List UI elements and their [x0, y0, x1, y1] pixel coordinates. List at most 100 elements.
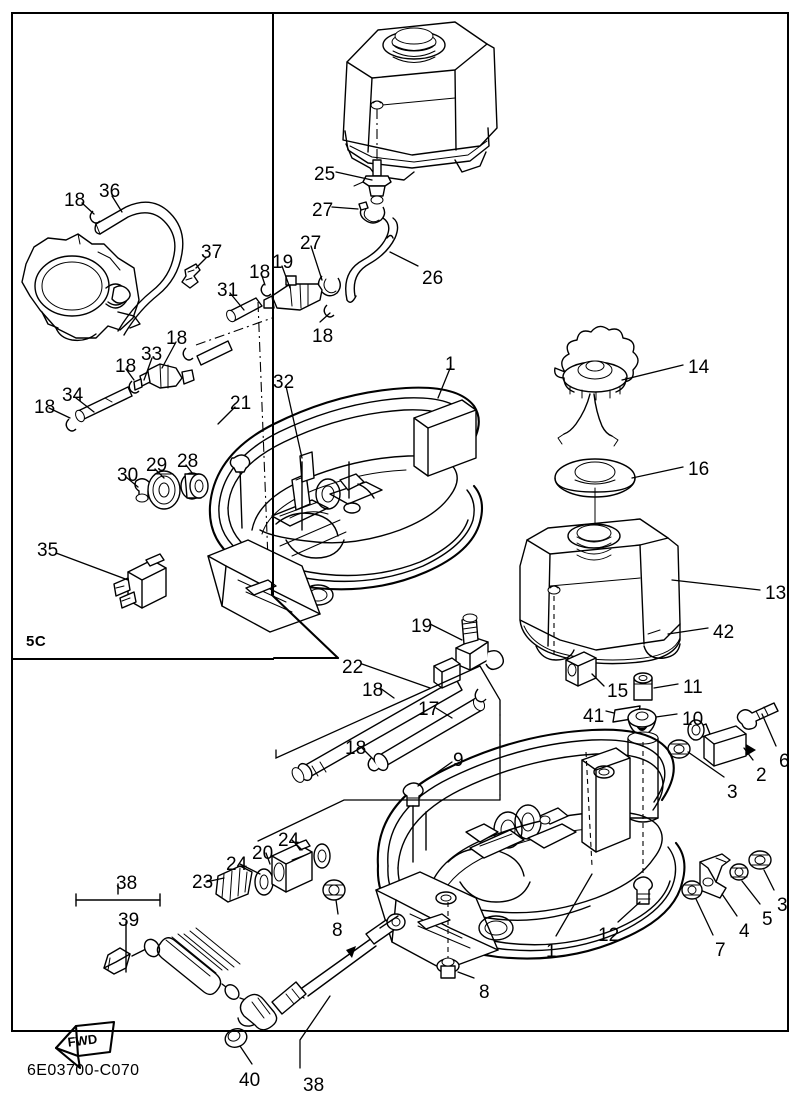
callout-number-18: 18 [249, 262, 271, 283]
part-11-nut [633, 672, 653, 701]
callout-number-18: 18 [64, 190, 86, 211]
panel-5c-right-border [272, 12, 274, 595]
callout-number-41: 41 [583, 706, 605, 727]
part-39-spring [103, 927, 260, 1027]
part-15-grommet [565, 651, 597, 687]
callout-number-16: 16 [688, 459, 710, 480]
part-25-fuel-tap [353, 109, 392, 205]
part-10-bushing [627, 708, 657, 737]
inset-panel-5c [11, 12, 274, 660]
callout-number-1: 1 [546, 941, 557, 962]
callout-number-27: 27 [312, 200, 334, 221]
part-8-grommet-b [436, 902, 460, 979]
part-16-gasket [554, 458, 636, 498]
callout-number-8: 8 [479, 982, 490, 1003]
part-35-connector [113, 553, 167, 609]
callout-number-17: 17 [418, 699, 440, 720]
callout-number-18: 18 [166, 328, 188, 349]
callout-number-38: 38 [303, 1075, 325, 1095]
callout-number-42: 42 [713, 622, 735, 643]
callout-number-19: 19 [272, 252, 294, 273]
callout-number-10: 10 [682, 709, 704, 730]
part-5-washer [729, 863, 749, 881]
callout-number-18: 18 [34, 397, 56, 418]
callout-number-8: 8 [332, 920, 343, 941]
lower-cowling-upper [207, 386, 484, 633]
part-38-cable [224, 913, 406, 1048]
callout-number-4: 4 [739, 921, 750, 942]
part-pipe-extra [196, 340, 233, 366]
fuel-tube-vertical [627, 731, 659, 886]
callout-number-40: 40 [239, 1070, 261, 1091]
fwd-label: FWD [67, 1031, 98, 1049]
callout-number-13: 13 [765, 583, 787, 604]
part-24-washer-a [254, 868, 274, 896]
callout-number-15: 15 [607, 681, 629, 702]
callout-number-14: 14 [688, 357, 710, 378]
part-7-nut [681, 880, 703, 900]
panel-label-5c: 5C [26, 633, 47, 650]
part-28-bushing [180, 472, 209, 500]
callout-number-18: 18 [362, 680, 384, 701]
part-8-grommet-a [322, 879, 346, 901]
callout-number-39: 39 [118, 910, 140, 931]
callout-number-37: 37 [201, 242, 223, 263]
callout-number-25: 25 [314, 164, 336, 185]
callout-number-1: 1 [445, 354, 456, 375]
callout-number-36: 36 [99, 181, 121, 202]
callout-number-12: 12 [598, 925, 620, 946]
part-12-bolt [633, 876, 653, 905]
callout-number-18: 18 [312, 326, 334, 347]
part-34-pipe [75, 386, 133, 423]
callout-number-31: 31 [217, 280, 239, 301]
part-27-clamp-upper [358, 201, 386, 224]
part-13-fuel-tank-lower [519, 518, 681, 665]
callout-number-24: 24 [278, 830, 300, 851]
lower-cowling-main [375, 728, 686, 971]
part-33-valve [133, 363, 195, 391]
document-id: 6E03700-C070 [27, 1062, 140, 1079]
callout-number-29: 29 [146, 455, 168, 476]
fwd-direction-marker: FWD [48, 1018, 120, 1074]
callout-number-18: 18 [115, 356, 137, 377]
engine-housing [21, 233, 141, 342]
callout-number-23: 23 [192, 872, 214, 893]
part-14-tank-cap [554, 325, 639, 447]
part-18-clips-lower [367, 688, 487, 772]
part-2-clamp [687, 719, 756, 767]
callout-number-21: 21 [230, 393, 252, 414]
callout-number-19: 19 [411, 616, 433, 637]
callout-number-27: 27 [300, 233, 322, 254]
callout-number-2: 2 [756, 765, 767, 786]
callout-number-28: 28 [177, 451, 199, 472]
callout-number-26: 26 [422, 268, 444, 289]
diagram-frame [11, 12, 789, 1032]
panel-5c-bottom-border [11, 658, 274, 660]
part-23-grommet [215, 865, 253, 903]
callout-number-9: 9 [453, 750, 464, 771]
callout-number-22: 22 [342, 657, 364, 678]
part-36-hose [94, 201, 184, 336]
callout-number-5: 5 [762, 909, 773, 930]
part-29-pulley [147, 470, 181, 510]
callout-number-30: 30 [117, 465, 139, 486]
part-4-bracket [699, 853, 731, 899]
callout-number-35: 35 [37, 540, 59, 561]
part-24-washer-b [313, 843, 331, 869]
callout-number-3: 3 [727, 782, 738, 803]
part-6-bolt [736, 702, 779, 730]
callout-number-33: 33 [141, 344, 163, 365]
part-19-joint-lower [433, 613, 505, 689]
callout-number-18: 18 [345, 738, 367, 759]
callout-number-34: 34 [62, 385, 84, 406]
leader-lines [48, 171, 777, 1069]
part-27-clamp-mid [317, 275, 341, 297]
callout-number-24: 24 [226, 854, 248, 875]
part-26-hose [345, 217, 399, 303]
callout-number-7: 7 [715, 940, 726, 961]
part-22-hose [291, 678, 463, 783]
part-31-pipe [226, 297, 263, 323]
callout-number-3: 3 [777, 895, 788, 916]
